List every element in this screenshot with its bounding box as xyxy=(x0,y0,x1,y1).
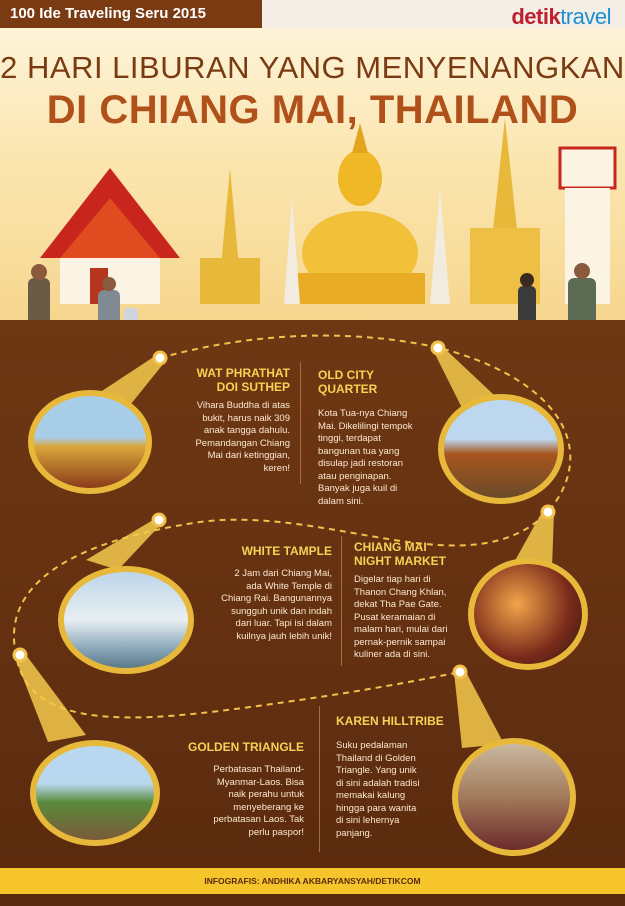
photo-karen-hilltribe xyxy=(452,738,576,856)
divider-2 xyxy=(341,536,342,666)
card-golden-triangle: GOLDEN TRIANGLE Perbatasan Thailand-Myan… xyxy=(180,740,304,839)
title-line-1: 2 HARI LIBURAN YANG MENYENANGKAN xyxy=(0,50,625,85)
card-title: GOLDEN TRIANGLE xyxy=(188,740,304,754)
card-white-temple: WHITE TAMPLE 2 Jam dari Chiang Mai,ada W… xyxy=(200,544,332,643)
photo-golden-triangle xyxy=(30,740,160,846)
card-title: WHITE TAMPLE xyxy=(241,544,332,558)
photo-old-city-quarter xyxy=(438,394,564,504)
card-title: KAREN HILLTRIBE xyxy=(336,714,444,728)
card-title: OLD CITY QUARTER xyxy=(318,368,378,396)
temple-scene xyxy=(28,118,617,320)
hero-illustration: 2 HARI LIBURAN YANG MENYENANGKAN DI CHIA… xyxy=(0,28,625,320)
photo-wat-phrathat xyxy=(28,390,152,494)
logo-bold: detik xyxy=(511,4,561,29)
divider-3 xyxy=(319,706,320,852)
series-label: 100 Ide Traveling Seru 2015 xyxy=(0,0,262,28)
divider-1 xyxy=(300,362,301,484)
photo-white-temple xyxy=(58,566,194,674)
card-text: 2 Jam dari Chiang Mai,ada White Temple d… xyxy=(221,568,332,642)
photo-night-market xyxy=(468,558,588,670)
detiktravel-logo: detiktravel xyxy=(511,4,611,30)
title-line-2: DI CHIANG MAI, THAILAND xyxy=(46,88,579,132)
logo-light: travel xyxy=(560,4,611,29)
footer-credit: INFOGRAFIS: ANDHIKA AKBARYANSYAH/DETIKCO… xyxy=(0,868,625,894)
